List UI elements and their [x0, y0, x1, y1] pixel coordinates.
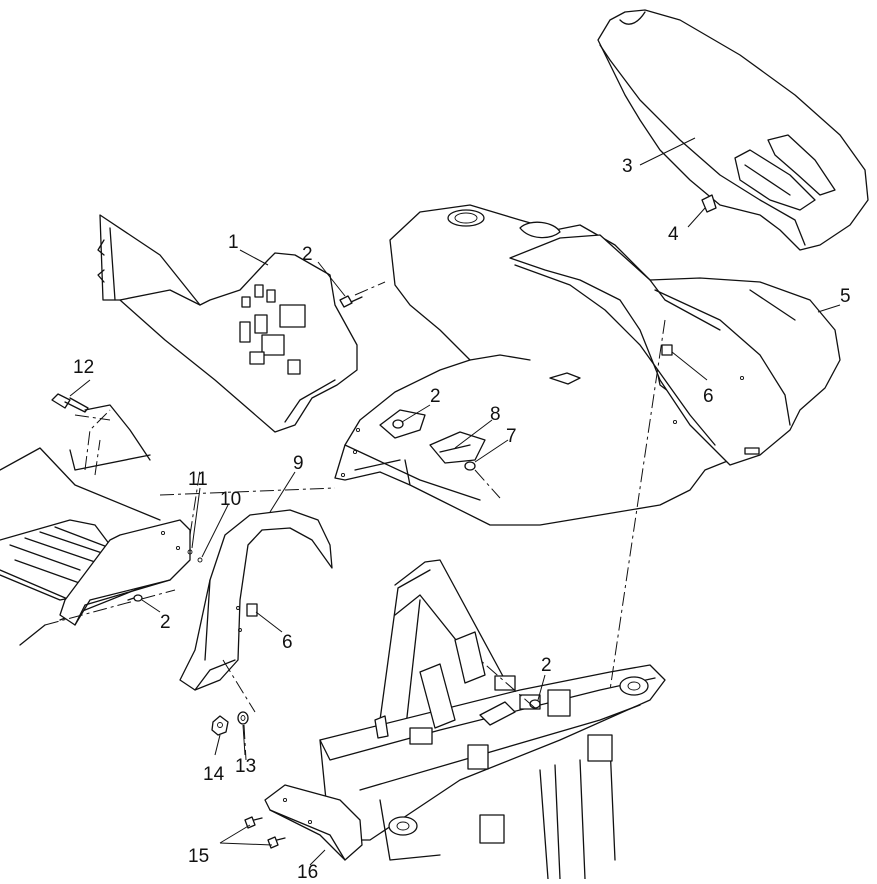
callout-12: 12 [73, 357, 94, 378]
callout-8: 8 [490, 404, 501, 425]
callout-5: 5 [840, 286, 851, 307]
assembly-center-lines [74, 281, 666, 761]
part-9-fender-flare [179, 509, 333, 691]
frame-assembly [319, 559, 666, 880]
callout-15: 15 [188, 846, 209, 867]
part-10-side-panel [19, 519, 191, 646]
callout-13: 13 [235, 756, 256, 777]
part-1-cover-panel [97, 214, 358, 433]
callout-leaders [69, 137, 841, 866]
callout-9: 9 [293, 453, 304, 474]
callout-2: 2 [302, 244, 313, 265]
callout-2: 2 [160, 612, 171, 633]
callout-6: 6 [703, 386, 714, 407]
callout-1: 1 [228, 232, 239, 253]
callout-4: 4 [668, 224, 679, 245]
callout-labels: 1 2 3 4 5 6 12 2 8 7 9 11 10 2 6 2 14 13… [73, 156, 851, 883]
part-5-rear-fender [509, 234, 841, 466]
callout-11: 11 [188, 469, 208, 490]
callout-2: 2 [430, 386, 441, 407]
callout-10: 10 [220, 489, 241, 510]
callout-7: 7 [506, 426, 517, 447]
callout-2: 2 [541, 655, 552, 676]
callout-16: 16 [297, 862, 318, 879]
callout-3: 3 [622, 156, 633, 177]
part-16-guard [264, 784, 363, 861]
callout-14: 14 [203, 764, 225, 785]
callout-6: 6 [282, 632, 293, 653]
part-3-seat [597, 9, 869, 251]
